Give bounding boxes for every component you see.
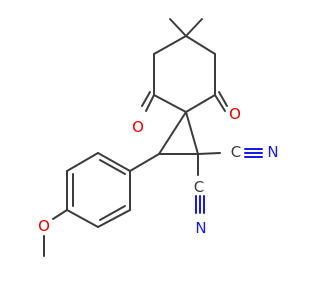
bond-spiro-cn [185,111,199,155]
aromatic-inner-1 [99,159,126,175]
bond-caryl-ipso [129,153,160,172]
ketone-left: O [132,91,155,136]
cyclohexanedione-ring [153,35,216,113]
bond-meta2-ortho2 [97,209,131,228]
bond-to-nitrile-upper [197,152,221,155]
methoxy-group: O [38,209,68,257]
bond-c6-c1 [153,35,187,55]
nitrile-upper-nitrogen: N [267,143,278,161]
bond-para-o [52,209,68,220]
gem-dimethyl [169,18,203,37]
bond-c3-o-b [218,91,228,107]
bond-methyl-left [169,18,187,37]
nitrile-lower: C N [194,153,207,237]
molecule-structure: O O C N C N O [38,18,279,257]
bond-c5-o-a [145,94,155,112]
methoxy-oxygen: O [38,217,50,235]
methoxyphenyl-ring [66,152,160,228]
bond-c4-c5 [153,94,187,113]
bond-methyl-right [185,18,203,37]
bond-caryl-spiro [158,111,187,155]
bond-ortho1-meta1 [66,152,99,172]
ketone-left-oxygen: O [132,118,144,136]
nitrile-lower-carbon: C [194,178,204,196]
ketone-right: O [214,91,241,123]
bond-c3-c4 [185,94,216,113]
ketone-right-oxygen: O [229,105,241,123]
bond-c1-c2 [185,35,216,55]
bond-c5-o-b [141,91,151,107]
nitrile-upper-carbon: C [231,143,241,161]
aromatic-inner-3 [99,205,126,221]
bond-ipso-ortho1 [97,152,131,172]
bond-para-meta2 [66,209,99,228]
bond-c3-o-a [214,94,226,112]
cyclopropane-ring [158,111,199,155]
nitrile-upper: C N [197,143,279,161]
nitrile-lower-nitrogen: N [195,219,206,237]
